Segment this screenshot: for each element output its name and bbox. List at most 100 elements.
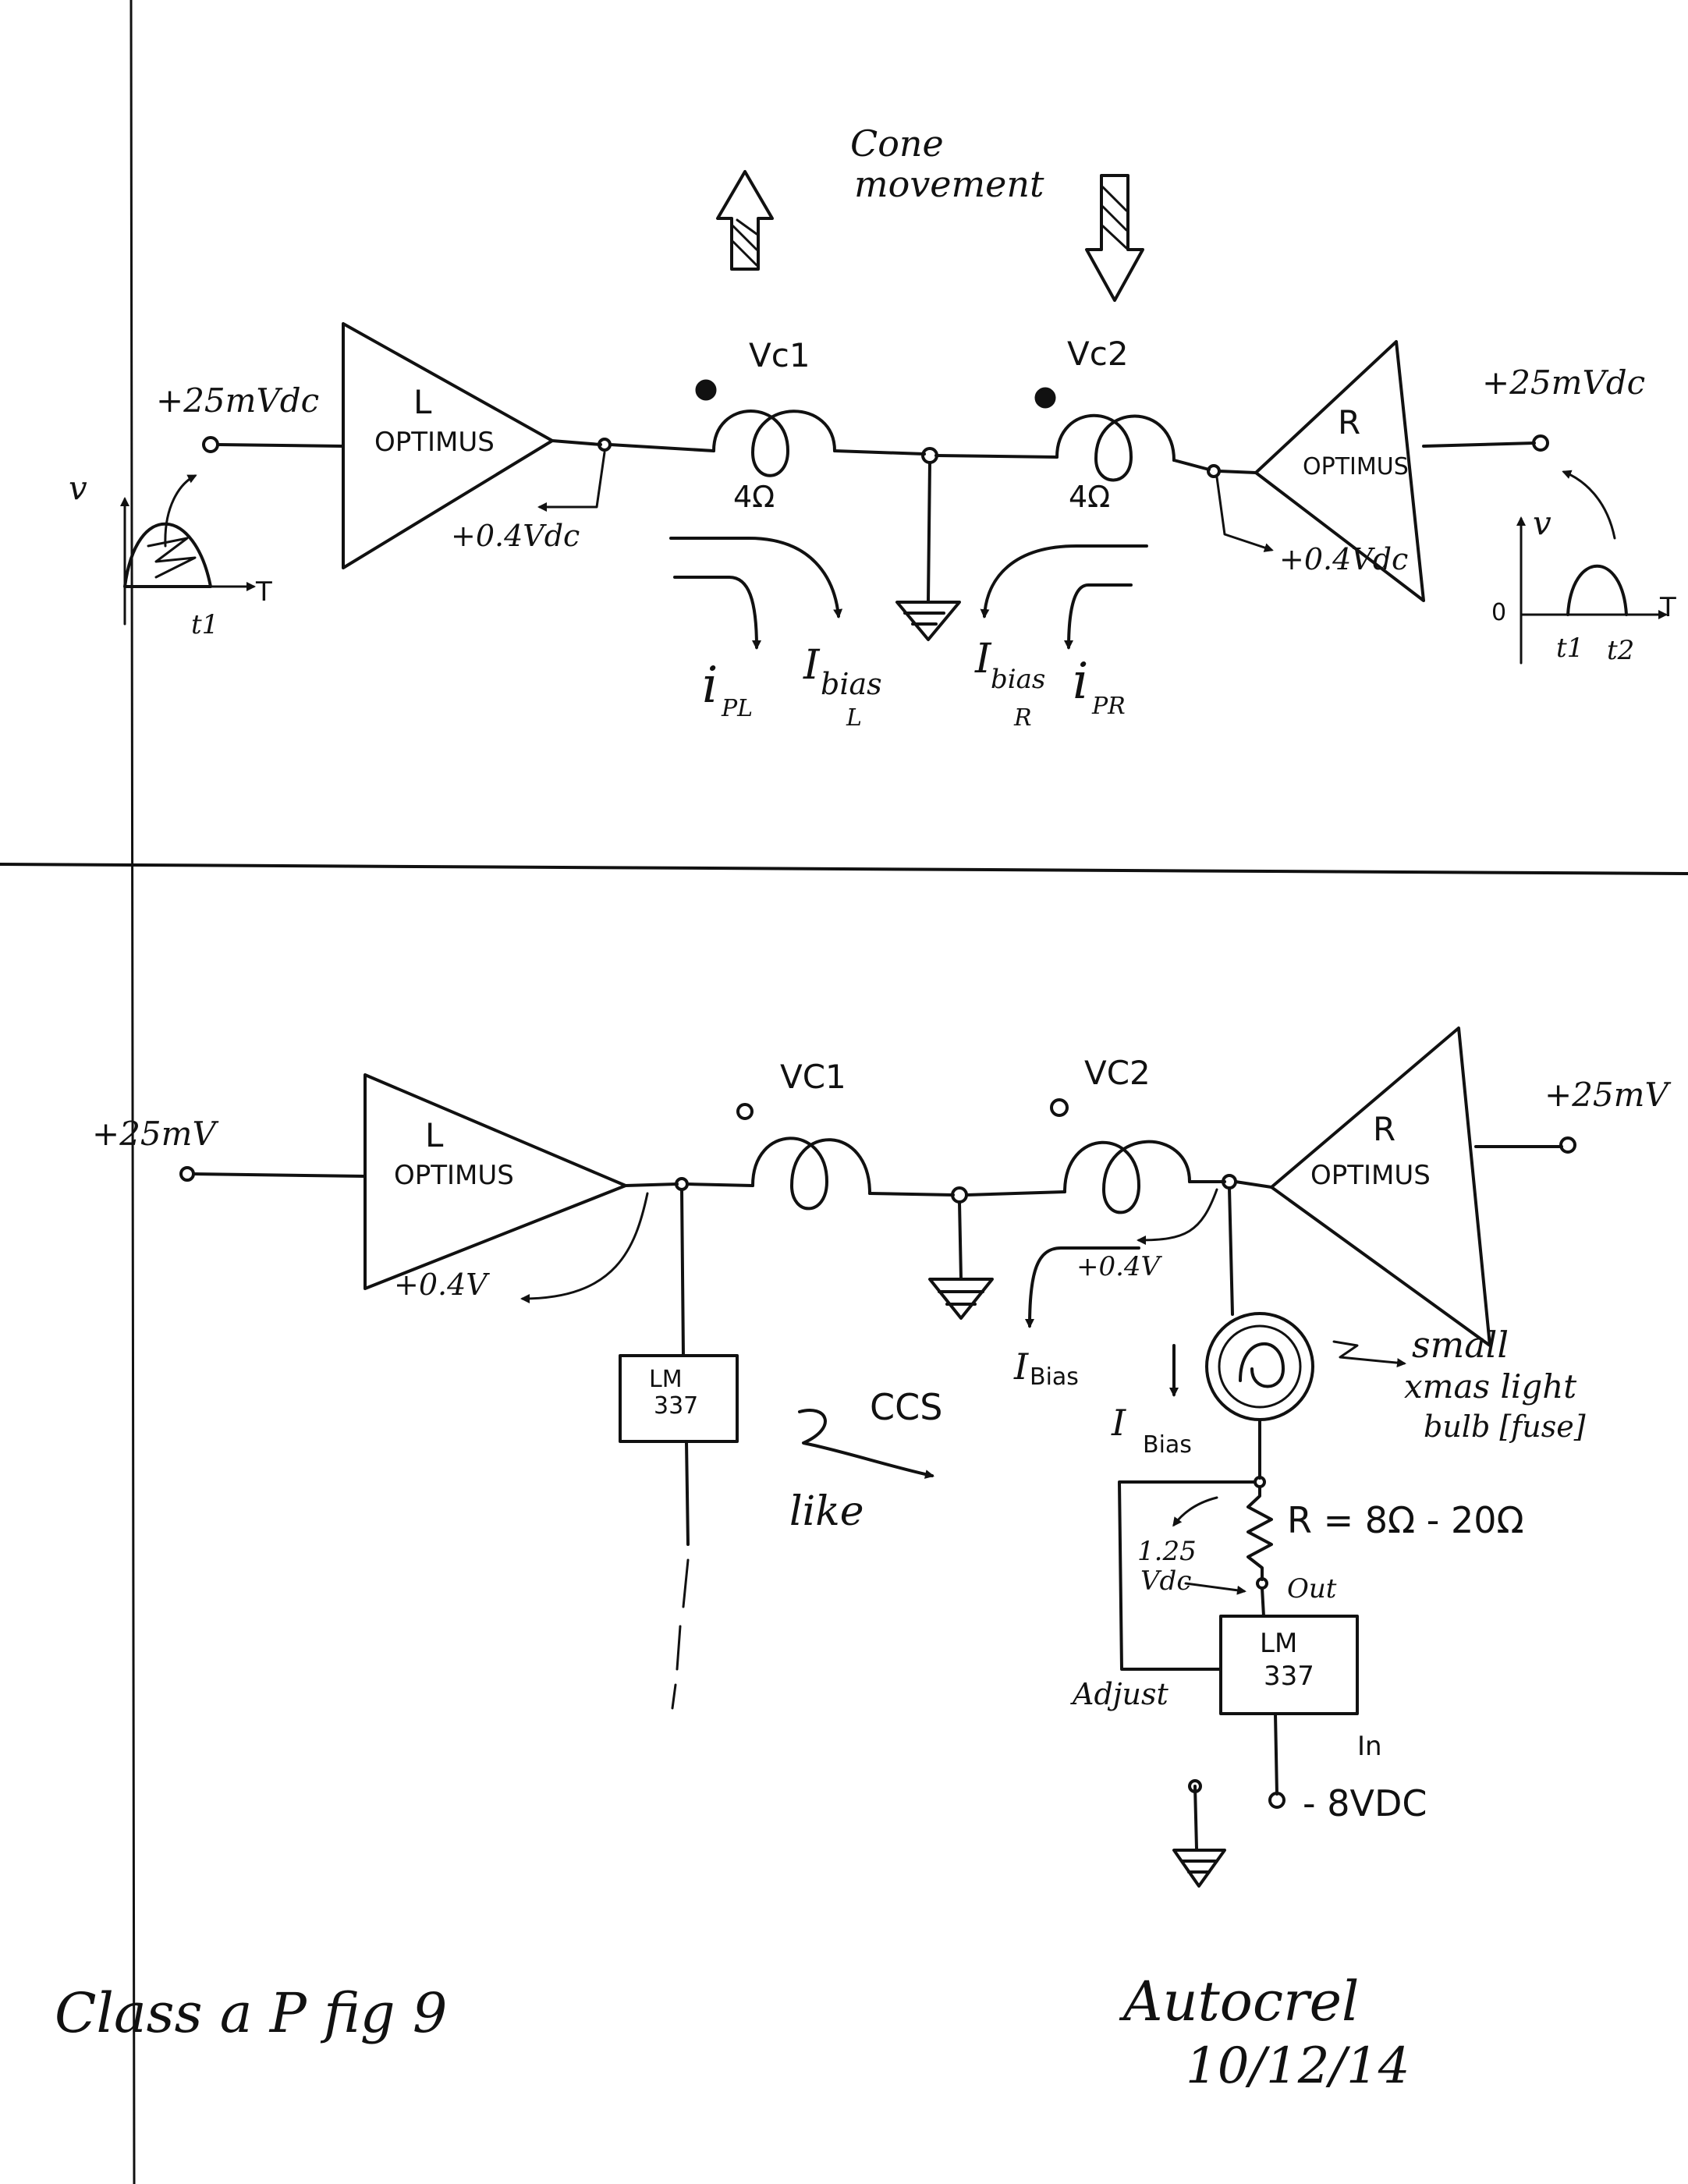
top-left-input-label: +25mVdc (156, 381, 319, 420)
bottom-left-lm337-line1: LM (649, 1366, 683, 1393)
top-right-amp-in-wire (1218, 470, 1257, 474)
bottom-bulb-note-3: bulb [fuse] (1424, 1409, 1586, 1444)
bottom-ccs-arrow-icon (798, 1409, 934, 1479)
svg-text:L: L (846, 704, 862, 732)
bottom-right-amp-name: OPTIMUS (1310, 1160, 1431, 1191)
svg-text:bias: bias (821, 667, 882, 701)
bottom-adjust-label: Adjust (1070, 1677, 1169, 1711)
bottom-vdc-pointer (1172, 1496, 1218, 1527)
top-left-amp-out-wire (551, 439, 602, 446)
bottom-resistor-label: R = 8Ω - 20Ω (1287, 1499, 1524, 1541)
bottom-vdc-line2: Vdc (1140, 1565, 1191, 1597)
svg-text:t1: t1 (1556, 633, 1583, 664)
top-ipr-label: i PR (1073, 653, 1126, 720)
bottom-bulb-note-1: small (1412, 1324, 1509, 1366)
bottom-right-lm337-line2: 337 (1264, 1661, 1314, 1692)
bottom-right-amp-letter: R (1373, 1110, 1395, 1148)
top-right-amp-name: OPTIMUS (1303, 453, 1409, 480)
bottom-ibias-label-2: I Bias (1111, 1402, 1192, 1459)
bottom-vdc-arrow (1184, 1582, 1246, 1595)
top-ipr-arrow-icon (1064, 583, 1133, 650)
top-vc1-label: Vc1 (749, 336, 810, 374)
bottom-bulb-note-2: xmas light (1404, 1367, 1576, 1406)
bottom-left-lm-continuation (671, 1558, 690, 1710)
svg-text:I: I (1111, 1402, 1126, 1444)
bottom-bulb-pointer (1332, 1340, 1406, 1368)
cone-up-arrow-icon (716, 170, 774, 271)
top-left-waveform-graph: v T t1 (69, 469, 272, 640)
svg-text:I: I (803, 642, 821, 689)
svg-text:bias: bias (991, 664, 1045, 695)
svg-text:PR: PR (1091, 693, 1126, 720)
bottom-right-input-terminal (1559, 1136, 1576, 1154)
bottom-ground-icon (928, 1278, 994, 1320)
bottom-right-out-pointer (1137, 1188, 1218, 1245)
svg-text:Bias: Bias (1030, 1363, 1079, 1391)
top-right-amplifier (1254, 340, 1425, 602)
svg-text:0: 0 (1491, 599, 1506, 626)
top-right-input-label: +25mVdc (1482, 363, 1645, 402)
bottom-left-input-label: +25mV (92, 1115, 218, 1153)
bottom-right-input-label: +25mV (1544, 1076, 1671, 1114)
margin-line (129, 0, 136, 2184)
bottom-ibias-label-1: I Bias (1013, 1346, 1079, 1391)
bottom-vc1-coil (751, 1136, 871, 1211)
top-vc1-polarity-dot (695, 379, 717, 401)
bottom-like-label: like (789, 1488, 864, 1535)
bottom-left-lm-out-wire (685, 1440, 690, 1546)
bottom-right-lm337-box (1219, 1615, 1359, 1715)
bottom-ibias-arrow-1-icon (1025, 1246, 1140, 1328)
top-wire-vc2-to-amp (1172, 459, 1211, 471)
bottom-bias-wire-top (1228, 1186, 1234, 1316)
top-left-input-terminal (202, 436, 219, 453)
bottom-right-out-voltage: +0.4V (1076, 1251, 1163, 1282)
bottom-out-label: Out (1287, 1573, 1337, 1604)
top-ibias-r-label: I bias R (974, 636, 1045, 732)
svg-text:PL: PL (721, 695, 753, 722)
svg-text:v: v (69, 469, 87, 507)
svg-text:T: T (1659, 592, 1676, 623)
top-left-amplifier (342, 322, 554, 569)
bottom-ccs-label: CCS (870, 1386, 942, 1428)
bottom-lm-in-wire (1274, 1712, 1278, 1796)
bottom-wire-vc1-to-node (868, 1192, 955, 1197)
footer-signature: Autocrel (1119, 1970, 1359, 2033)
top-right-input-terminal (1532, 434, 1549, 452)
top-wire-vc1-to-node (833, 449, 926, 456)
bottom-right-amp-in-wire (1234, 1180, 1273, 1189)
bottom-left-amp-letter: L (425, 1116, 444, 1154)
bottom-vc2-coil (1063, 1140, 1191, 1214)
svg-text:Bias: Bias (1143, 1431, 1192, 1459)
bottom-in-label: In (1357, 1731, 1382, 1762)
svg-text:v: v (1533, 504, 1551, 542)
bottom-supply-ground-icon (1172, 1849, 1226, 1888)
top-right-waveform-graph: v T 0 t1 t2 (1491, 470, 1676, 666)
svg-text:I: I (1013, 1346, 1029, 1388)
bottom-right-amplifier (1270, 1026, 1491, 1347)
top-left-amp-name: OPTIMUS (374, 427, 495, 458)
bottom-vdc-line1: 1.25 (1137, 1536, 1197, 1567)
bottom-left-input-terminal (179, 1166, 195, 1182)
bottom-bulb-fuse-icon (1205, 1312, 1314, 1421)
top-ground-wire (927, 461, 931, 602)
top-ipl-arrow-icon (673, 576, 761, 650)
bottom-diagram: +25mV L OPTIMUS +0.4V LM 337 CCS like VC… (92, 1026, 1671, 1888)
bottom-left-input-wire (192, 1172, 367, 1178)
bottom-adjust-loop-wire (1118, 1480, 1257, 1671)
bottom-left-out-pointer (520, 1192, 649, 1303)
footer-date: 10/12/14 (1186, 2037, 1410, 2095)
top-right-amp-letter: R (1338, 403, 1360, 441)
svg-text:i: i (1073, 653, 1088, 711)
cone-movement-label-2: movement (854, 163, 1044, 205)
bottom-ground-wire (958, 1200, 963, 1281)
top-ipl-label: i PL (702, 657, 753, 722)
top-vc2-label: Vc2 (1067, 335, 1129, 373)
top-wire-amp-to-vc1 (608, 443, 715, 452)
top-right-out-voltage: +0.4Vdc (1279, 542, 1408, 576)
footer-caption: Class a P fig 9 (55, 1981, 447, 2045)
bottom-supply-ground-node (1188, 1779, 1202, 1793)
svg-text:T: T (255, 576, 272, 608)
cone-movement-label: Cone (850, 122, 944, 165)
bottom-supply-terminal (1268, 1792, 1286, 1809)
